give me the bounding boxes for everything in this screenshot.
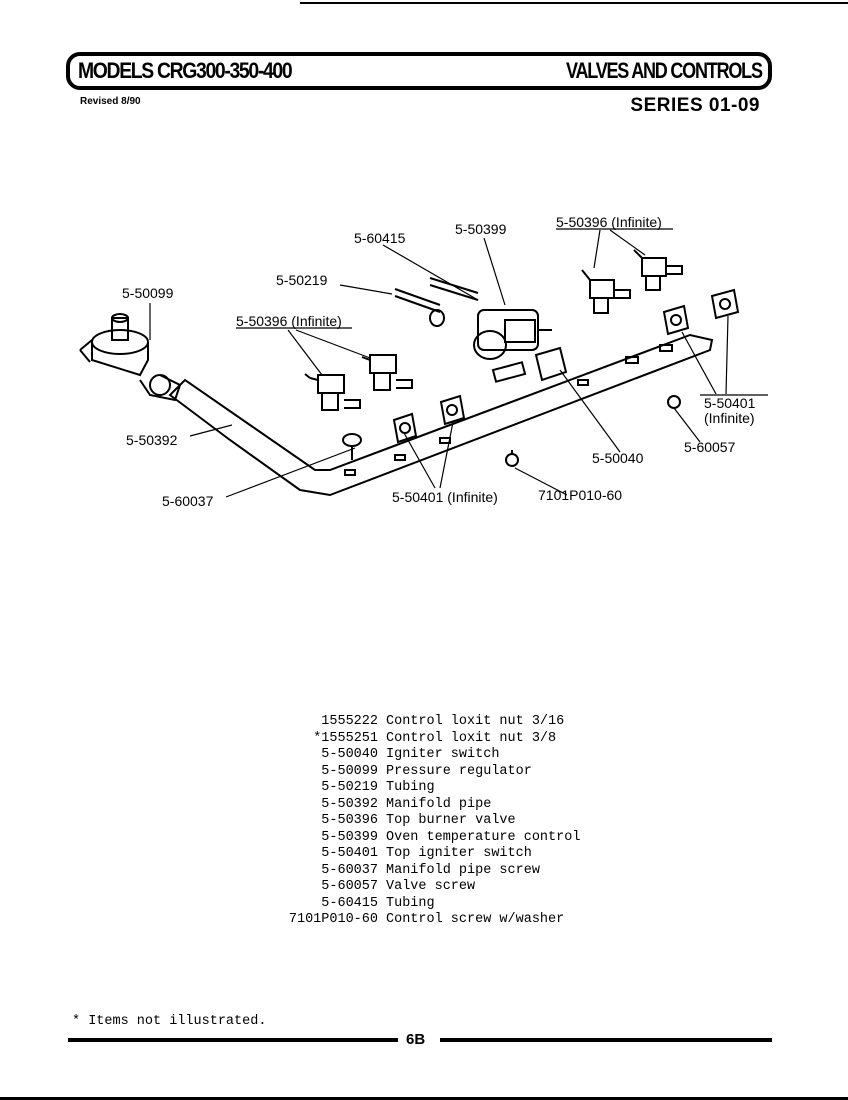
part-number: 5-50399 <box>321 829 378 845</box>
bar-slot <box>394 454 406 461</box>
bar-slot <box>439 437 451 444</box>
part-description: Pressure regulator <box>386 763 532 779</box>
igniter-switch <box>534 346 568 382</box>
oven-temperature-control <box>473 309 552 360</box>
callout-5-50396-left: 5-50396 (Infinite) <box>236 313 342 329</box>
part-number: 5-60037 <box>321 862 378 878</box>
page-bottom-edge <box>0 1097 848 1100</box>
parts-row: 5-50401 Top igniter switch <box>270 846 580 863</box>
part-number: *1555251 <box>313 730 378 746</box>
tubing-60415 <box>429 277 479 301</box>
bracket-plate <box>491 361 527 383</box>
callout-5-50040: 5-50040 <box>592 450 644 466</box>
parts-row: 5-50040 Igniter switch <box>270 747 580 764</box>
part-description: Oven temperature control <box>386 829 581 845</box>
valves-diagram: 5-60415 5-50399 5-50396 (Infinite) 5-502… <box>79 214 768 509</box>
parts-row: 5-50396 Top burner valve <box>270 813 580 830</box>
callout-5-60415: 5-60415 <box>354 230 406 246</box>
callout-5-50392: 5-50392 <box>126 432 178 448</box>
header-frame <box>66 52 772 90</box>
part-description: Top igniter switch <box>386 846 532 861</box>
part-description: Manifold pipe <box>386 796 492 812</box>
part-description: Igniter switch <box>386 747 500 762</box>
callout-5-50401-right-infinite: (Infinite) <box>704 410 755 426</box>
burner-valve-left <box>304 354 413 411</box>
section-title: VALVES AND CONTROLS <box>566 58 763 83</box>
callout-5-60037: 5-60037 <box>162 493 214 509</box>
footer-rule-right <box>440 1038 772 1042</box>
bar-slot <box>344 469 356 476</box>
part-description: Control loxit nut 3/16 <box>386 714 565 729</box>
series-label: SERIES 01-09 <box>630 95 760 116</box>
part-description: Tubing <box>386 780 435 795</box>
part-number: 7101P010-60 <box>288 912 378 927</box>
part-description: Manifold pipe screw <box>386 862 540 878</box>
parts-row: 7101P010-60 Control screw w/washer <box>270 912 580 929</box>
callout-5-50219: 5-50219 <box>276 272 328 288</box>
part-number: 1555222 <box>321 714 378 729</box>
bar-slot <box>577 379 589 386</box>
parts-row: 5-50392 Manifold pipe <box>270 797 580 814</box>
top-rule <box>300 2 848 4</box>
part-number: 5-60057 <box>321 879 378 894</box>
part-description: Tubing <box>386 895 435 911</box>
part-number: 5-50219 <box>321 780 378 795</box>
footer-rule-left <box>68 1038 398 1042</box>
part-number: 5-50396 <box>321 813 378 828</box>
bar-slot <box>659 344 673 352</box>
bar-slot <box>625 356 639 364</box>
parts-row: 5-50219 Tubing <box>270 780 580 797</box>
models-title: MODELS CRG300-350-400 <box>78 58 293 83</box>
callout-7101p010-60: 7101P010-60 <box>538 487 622 503</box>
parts-row: 5-60037 Manifold pipe screw <box>270 863 580 880</box>
footnote: * Items not illustrated. <box>72 1014 267 1029</box>
page-number: 6B <box>406 1031 426 1048</box>
burner-valve-top <box>581 249 683 314</box>
parts-row: 5-60057 Valve screw <box>270 879 580 896</box>
part-description: Valve screw <box>386 879 476 894</box>
parts-row: 1555222 Control loxit nut 3/16 <box>270 714 580 731</box>
parts-row: *1555251 Control loxit nut 3/8 <box>270 731 580 748</box>
top-igniter-switch <box>392 288 740 444</box>
callout-5-60057: 5-60057 <box>684 439 736 455</box>
callout-5-50401-right: 5-50401 <box>704 395 756 411</box>
tubing-50219 <box>394 288 441 313</box>
part-number: 5-50401 <box>321 846 378 861</box>
part-description: Top burner valve <box>386 813 516 828</box>
part-description: Control loxit nut 3/8 <box>386 730 557 746</box>
callout-5-50399: 5-50399 <box>455 221 507 237</box>
parts-row: 5-50399 Oven temperature control <box>270 830 580 847</box>
part-number: 5-50392 <box>321 796 378 812</box>
parts-row: 5-60415 Tubing <box>270 896 580 913</box>
pressure-regulator <box>79 313 182 402</box>
part-number: 5-60415 <box>321 895 378 911</box>
part-description: Control screw w/washer <box>386 912 565 927</box>
revised-date: Revised 8/90 <box>80 96 141 107</box>
parts-row: 5-50099 Pressure regulator <box>270 764 580 781</box>
callout-5-50099: 5-50099 <box>122 285 174 301</box>
part-number: 5-50099 <box>321 763 378 779</box>
part-number: 5-50040 <box>321 747 378 762</box>
callout-5-50401-bottom: 5-50401 (Infinite) <box>392 489 498 505</box>
manifold-pipe <box>168 333 714 497</box>
callout-5-50396-top: 5-50396 (Infinite) <box>556 214 662 230</box>
